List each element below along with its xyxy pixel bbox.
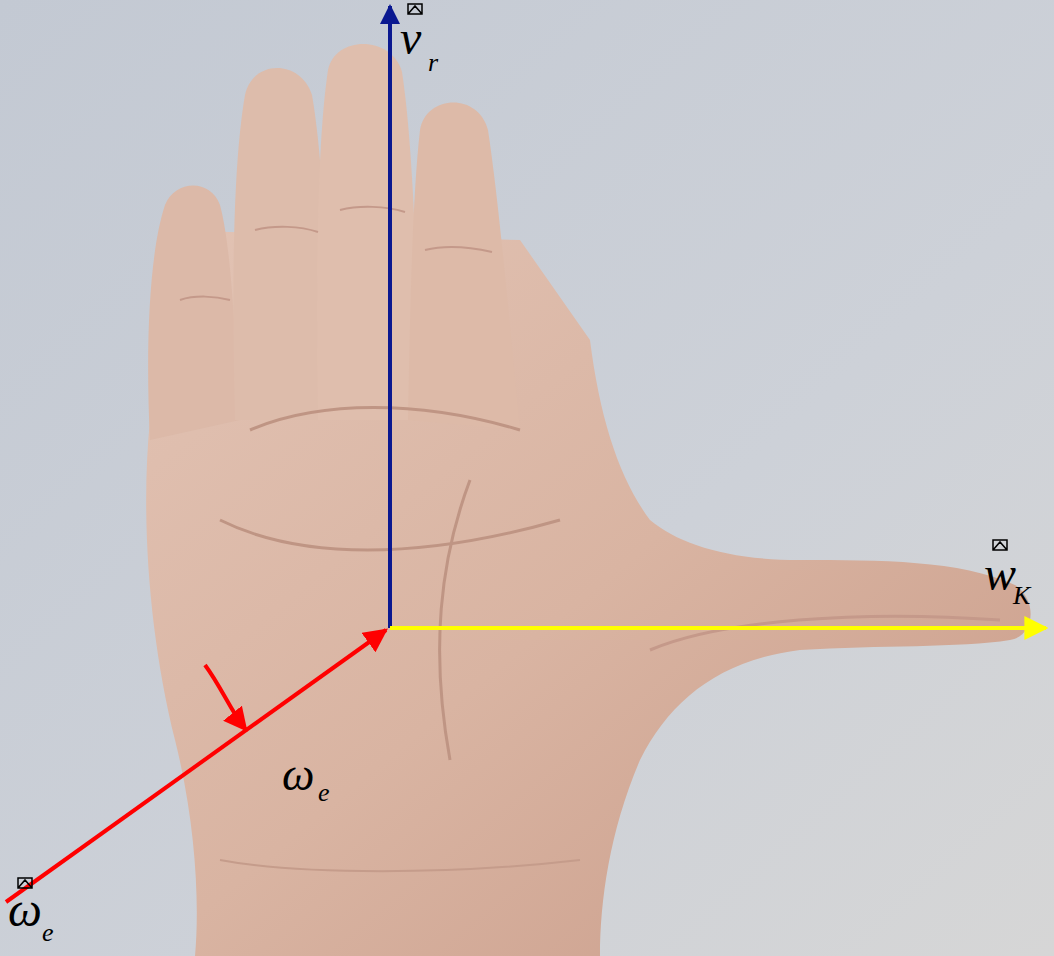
vector-symbol: w	[984, 550, 1016, 598]
vector-symbol: v	[400, 14, 421, 62]
subscript: r	[428, 50, 438, 76]
rotation-arrow	[205, 665, 246, 730]
vectors	[6, 6, 1046, 902]
subscript: K	[1013, 583, 1030, 609]
subscript: e	[318, 780, 330, 806]
subscript: e	[42, 920, 54, 946]
hand	[146, 44, 1030, 956]
velocity-arrow	[388, 6, 392, 628]
vector-marks	[18, 4, 1007, 888]
vector-symbol: ω	[8, 886, 42, 934]
angular-velocity-arrow	[6, 630, 386, 902]
vector-symbol: ω	[282, 752, 314, 798]
acceleration-arrow	[390, 626, 1046, 630]
